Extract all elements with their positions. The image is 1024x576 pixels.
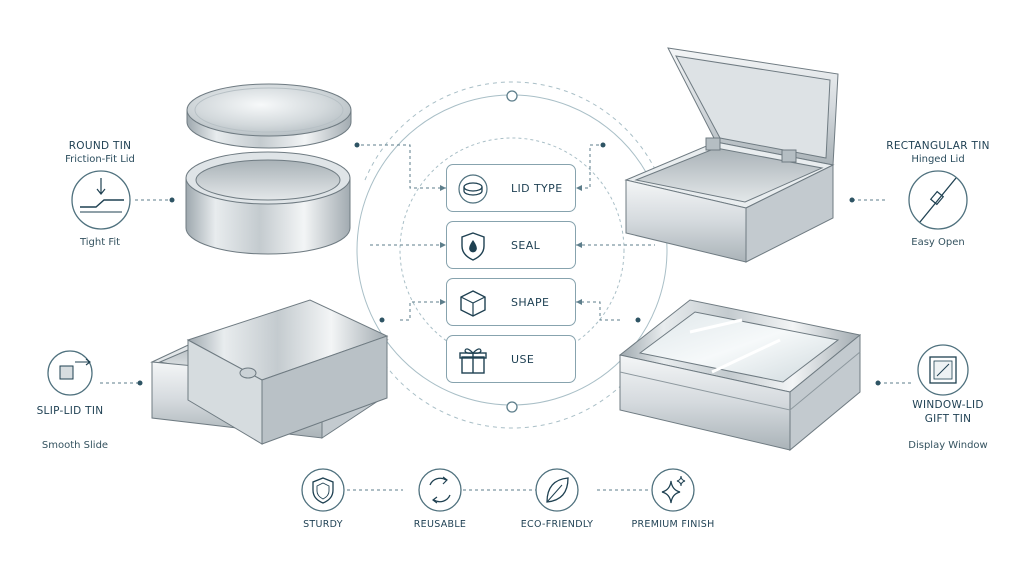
window-lid-tin-title-1: WINDOW-LID: [912, 399, 984, 411]
category-label-lid-type: LID TYPE: [511, 182, 563, 195]
feature-reusable-icon: [418, 468, 462, 512]
rectangular-tin-hinge-icon: [908, 170, 968, 230]
rectangular-tin-title: RECTANGULAR TIN: [886, 140, 990, 152]
round-tin-title: ROUND TIN: [68, 140, 132, 152]
slip-lid-tin-title: SLIP-LID TIN: [36, 405, 104, 417]
category-label-shape: SHAPE: [511, 296, 550, 309]
feature-label-eco-friendly: ECO-FRIENDLY: [520, 519, 594, 530]
connector-arrows: [440, 185, 582, 305]
category-label-seal: SEAL: [511, 239, 541, 252]
rectangular-tin-label: RECTANGULAR TIN Hinged Lid: [868, 139, 1008, 167]
feature-label-premium-finish: PREMIUM FINISH: [631, 519, 715, 530]
rectangular-tin-illustration: [624, 47, 839, 263]
slip-lid-tin-illustration: [150, 299, 389, 445]
window-lid-tin-title-2: GIFT TIN: [924, 413, 972, 425]
window-lid-tin-illustration: [618, 299, 862, 452]
shield-drop-icon: [461, 232, 485, 261]
feature-label-sturdy: STURDY: [303, 519, 343, 530]
feature-sturdy-icon: [301, 468, 345, 512]
slip-lid-tin-note: Smooth Slide: [41, 440, 109, 451]
window-lid-tin-note: Display Window: [908, 440, 988, 451]
category-card-shape: SHAPE: [446, 278, 576, 326]
slip-lid-tin-slide-icon: [47, 350, 93, 396]
category-label-use: USE: [511, 353, 535, 366]
rectangular-tin-subtitle: Hinged Lid: [911, 154, 965, 165]
round-tin-label: ROUND TIN Friction-Fit Lid: [40, 139, 160, 167]
category-card-lid-type: LID TYPE: [446, 164, 576, 212]
top-node: [506, 90, 518, 102]
feature-label-reusable: REUSABLE: [413, 519, 467, 530]
bottom-node: [506, 401, 518, 413]
connector-lines: [100, 144, 912, 491]
rectangular-tin-note: Easy Open: [911, 237, 965, 248]
feature-eco-friendly-icon: [535, 468, 579, 512]
round-tin-illustration: [185, 83, 352, 255]
lid-disc-icon: [458, 174, 488, 204]
round-tin-note: Tight Fit: [79, 237, 121, 248]
cube-icon: [460, 290, 486, 317]
feature-premium-finish-icon: [651, 468, 695, 512]
window-lid-tin-window-icon: [917, 344, 969, 396]
category-card-seal: SEAL: [446, 221, 576, 269]
window-lid-tin-label: WINDOW-LID GIFT TIN: [893, 398, 1003, 426]
round-tin-subtitle: Friction-Fit Lid: [65, 154, 135, 165]
gift-icon: [459, 348, 487, 374]
category-card-use: USE: [446, 335, 576, 383]
connector-dots: [137, 142, 881, 386]
round-tin-press-fit-icon: [71, 170, 131, 230]
